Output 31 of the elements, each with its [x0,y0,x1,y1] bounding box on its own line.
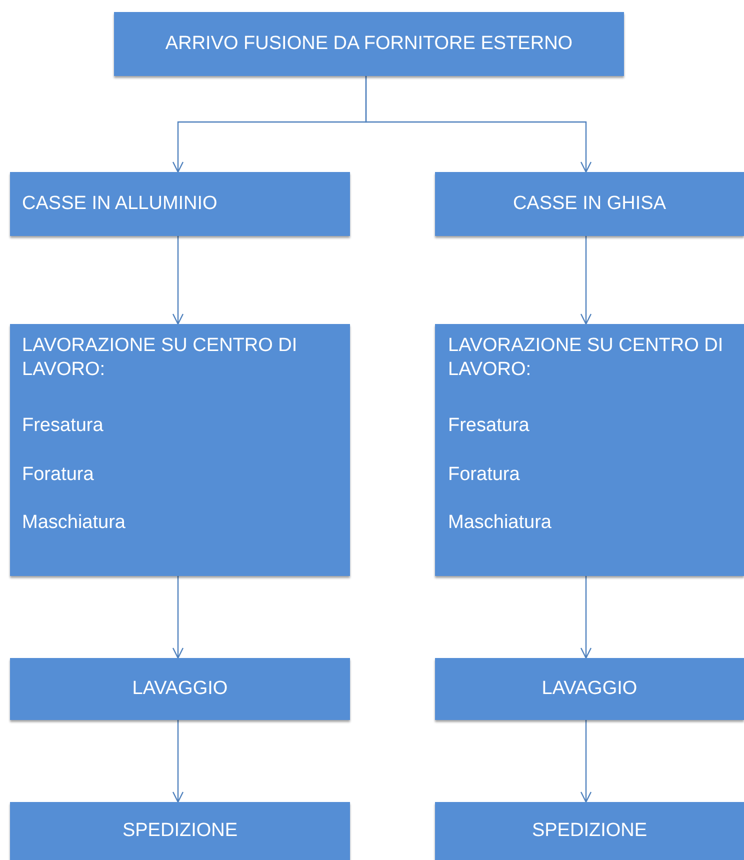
box-label: SPEDIZIONE [530,819,648,843]
list-item: Maschiatura [22,511,126,535]
process-box [435,802,744,860]
arrow [365,76,592,173]
list-item: Fresatura [22,414,104,438]
box-label: LAVORAZIONE SU CENTRO DI LAVORO: [448,334,724,382]
box-label: ARRIVO FUSIONE DA FORNITORE ESTERNO [164,32,574,56]
arrow [172,236,184,325]
list-item: Foratura [448,462,521,486]
box-label: LAVAGGIO [540,677,638,701]
box-label: LAVORAZIONE SU CENTRO DI LAVORO: [22,334,298,382]
arrow [172,576,184,659]
process-box [435,658,744,720]
arrow [580,576,592,659]
arrow [580,720,592,803]
list-item: Foratura [22,462,95,486]
list-item: Maschiatura [448,511,552,535]
list-item: Fresatura [448,414,530,438]
box-label: CASSE IN GHISA [512,192,668,216]
box-label: SPEDIZIONE [121,819,239,843]
box-label: LAVAGGIO [131,677,229,701]
process-box [114,12,624,76]
arrow [172,720,184,803]
arrow [580,236,592,325]
box-label: CASSE IN ALLUMINIO [22,192,218,216]
process-box [435,324,744,576]
process-box [10,324,350,576]
process-box [10,802,350,860]
process-box [435,172,744,236]
process-box [10,658,350,720]
process-box [10,172,350,236]
